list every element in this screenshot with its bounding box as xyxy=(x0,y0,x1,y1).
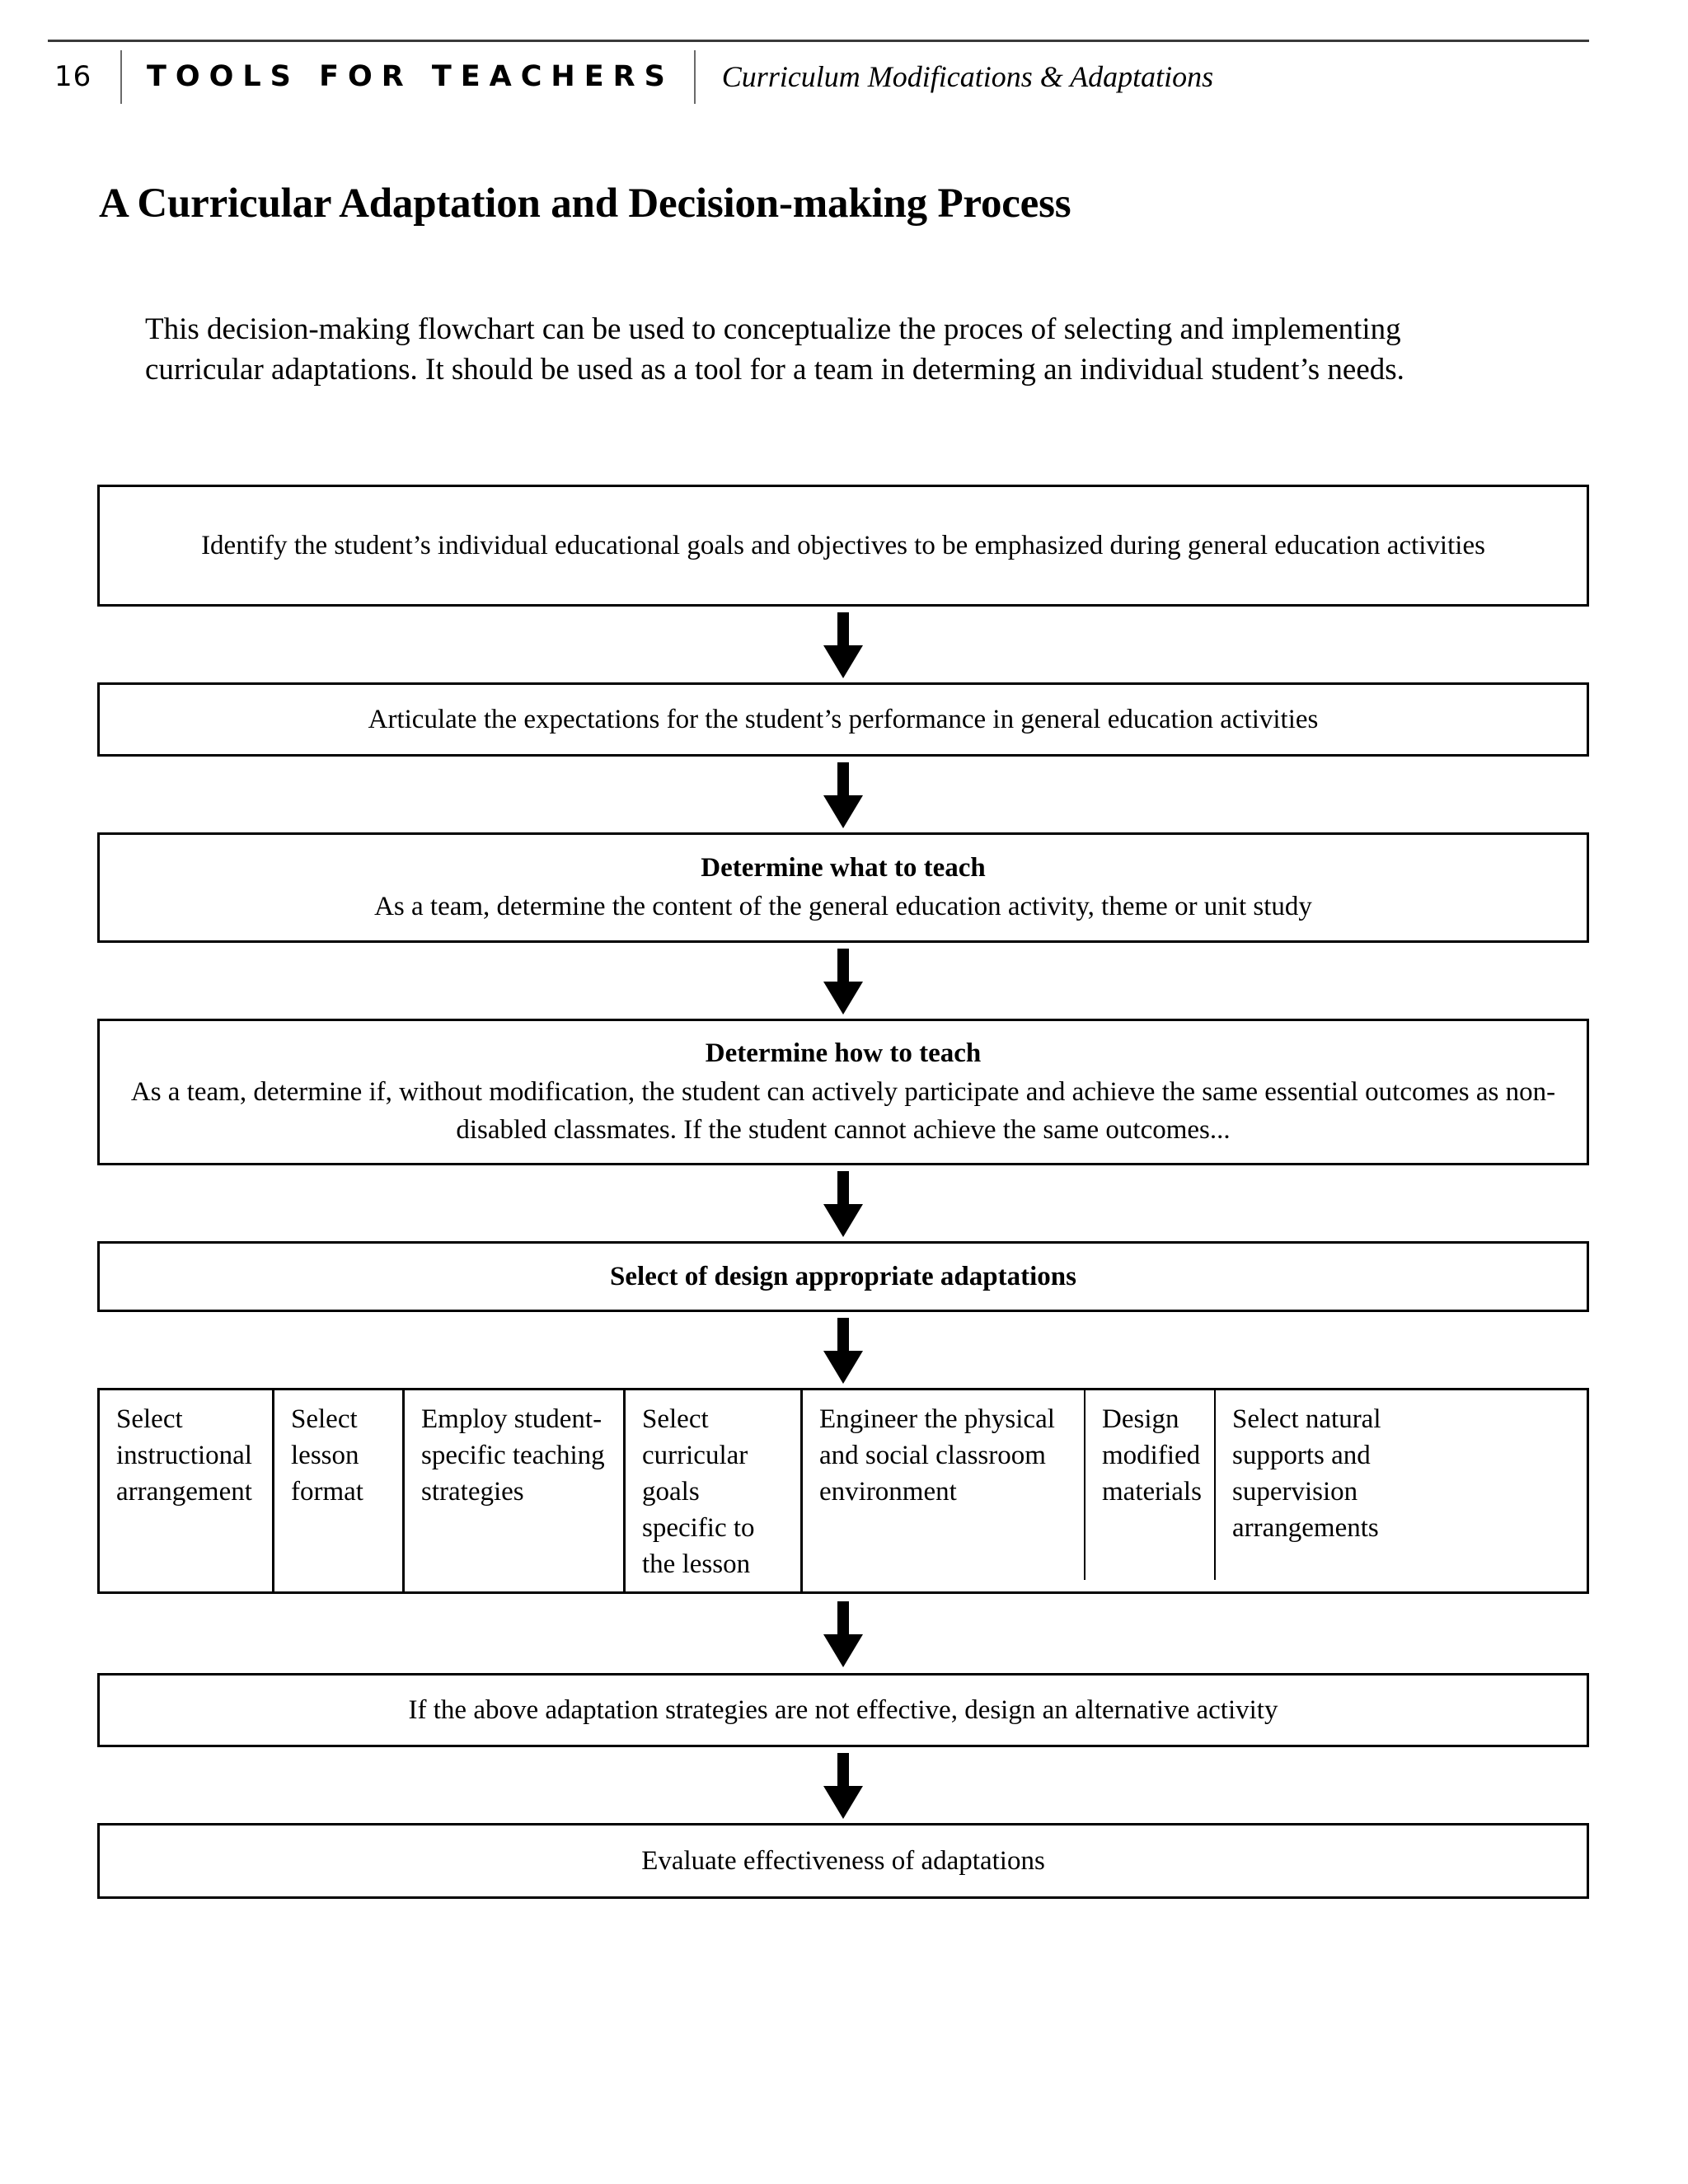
flow-step-body: As a team, determine the content of the … xyxy=(374,892,1312,921)
arrow-shaft xyxy=(837,1601,849,1638)
flow-step-body: Evaluate effectiveness of adaptations xyxy=(641,1845,1045,1876)
adaptation-options-row: Select instructional arrangement Select … xyxy=(97,1388,1589,1594)
flow-step-identify-goals: Identify the student’s individual educat… xyxy=(97,485,1589,607)
arrow-shaft xyxy=(837,612,849,649)
flow-step-determine-how-to-teach: Determine how to teach As a team, determ… xyxy=(97,1019,1589,1165)
arrow-head xyxy=(823,1786,863,1819)
flow-step-determine-what-to-teach: Determine what to teach As a team, deter… xyxy=(97,832,1589,943)
flow-step-heading: Determine how to teach xyxy=(705,1038,982,1068)
down-arrow-icon xyxy=(823,612,863,678)
arrow-head xyxy=(823,982,863,1015)
section-title: Curriculum Modifications & Adaptations xyxy=(721,59,1214,93)
adaptation-option-lesson-format: Select lesson format xyxy=(274,1390,405,1591)
flow-step-evaluate-effectiveness: Evaluate effectiveness of adaptations xyxy=(97,1823,1589,1899)
flow-step-heading: Select of design appropriate adaptations xyxy=(610,1261,1076,1291)
down-arrow-icon xyxy=(823,1601,863,1667)
adaptation-option-modified-materials: Design modified materials xyxy=(1085,1390,1216,1591)
header-row: 16 TOOLS FOR TEACHERS Curriculum Modific… xyxy=(48,42,1589,105)
arrow-head xyxy=(823,1634,863,1667)
flow-arrow-4 xyxy=(97,1165,1589,1241)
flow-step-articulate-expectations: Articulate the expectations for the stud… xyxy=(97,682,1589,757)
down-arrow-icon xyxy=(823,949,863,1015)
adaptation-option-curricular-goals: Select curricular goals specific to the … xyxy=(626,1390,803,1591)
arrow-shaft xyxy=(837,949,849,985)
flow-step-body: As a team, determine if, without modific… xyxy=(130,1076,1556,1146)
flow-step-body: Articulate the expectations for the stud… xyxy=(368,704,1319,734)
flow-arrow-7 xyxy=(97,1747,1589,1823)
down-arrow-icon xyxy=(823,1318,863,1384)
page-title: A Curricular Adaptation and Decision-mak… xyxy=(99,180,1071,227)
book-title: TOOLS FOR TEACHERS xyxy=(147,59,674,93)
flow-step-body: Identify the student’s individual educat… xyxy=(201,530,1485,560)
flow-arrow-5 xyxy=(97,1312,1589,1388)
adaptation-option-instructional-arrangement: Select instructional arrangement xyxy=(100,1390,274,1591)
arrow-shaft xyxy=(837,1753,849,1789)
flow-step-alternative-activity: If the above adaptation strategies are n… xyxy=(97,1673,1589,1747)
down-arrow-icon xyxy=(823,762,863,828)
arrow-shaft xyxy=(837,1318,849,1354)
adaptation-option-classroom-environment: Engineer the physical and social classro… xyxy=(803,1390,1085,1591)
adaptation-option-teaching-strategies: Employ student-specific teaching strateg… xyxy=(405,1390,626,1591)
flow-arrow-6 xyxy=(97,1594,1589,1673)
arrow-head xyxy=(823,795,863,828)
arrow-head xyxy=(823,1204,863,1237)
adaptation-option-natural-supports: Select natural supports and supervision … xyxy=(1232,1404,1381,1543)
flow-step-body: If the above adaptation strategies are n… xyxy=(408,1694,1278,1725)
flow-step-select-design-adaptations: Select of design appropriate adaptations xyxy=(97,1241,1589,1312)
arrow-head xyxy=(823,1351,863,1384)
intro-paragraph: This decision-making flowchart can be us… xyxy=(145,312,1404,387)
flow-arrow-2 xyxy=(97,757,1589,832)
down-arrow-icon xyxy=(823,1753,863,1819)
header-divider-2 xyxy=(693,50,696,104)
flowchart: Identify the student’s individual educat… xyxy=(97,485,1589,1899)
page-number: 16 xyxy=(54,59,92,93)
flow-arrow-1 xyxy=(97,607,1589,682)
header-divider-1 xyxy=(120,50,122,104)
page-header: 16 TOOLS FOR TEACHERS Curriculum Modific… xyxy=(48,40,1589,105)
arrow-shaft xyxy=(837,762,849,799)
arrow-shaft xyxy=(837,1171,849,1207)
flow-arrow-3 xyxy=(97,943,1589,1019)
flow-step-heading: Determine what to teach xyxy=(701,853,986,883)
arrow-head xyxy=(823,645,863,678)
down-arrow-icon xyxy=(823,1171,863,1237)
